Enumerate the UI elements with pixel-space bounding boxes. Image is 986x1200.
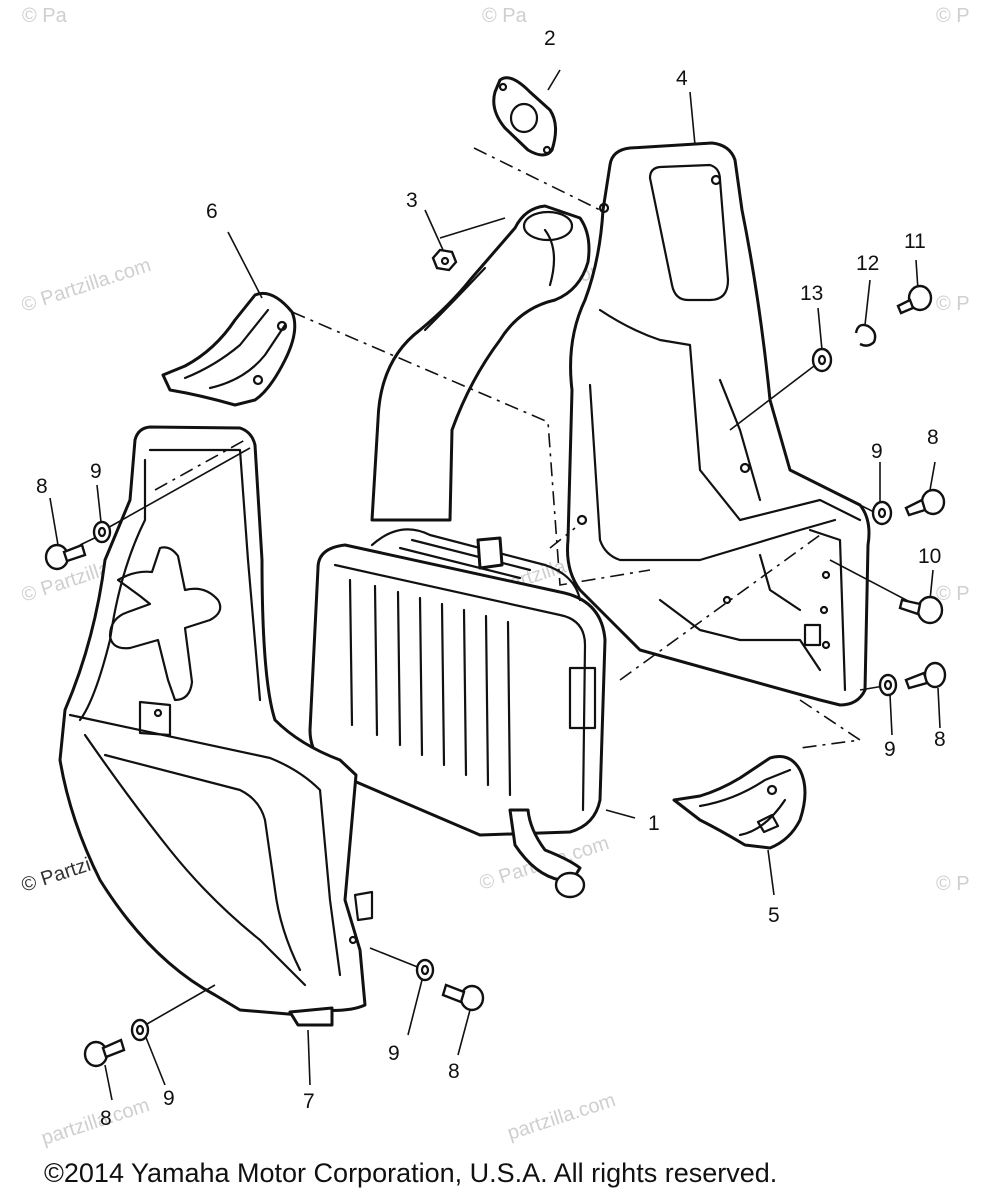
copyright-notice: ©2014 Yamaha Motor Corporation, U.S.A. A… — [44, 1158, 778, 1188]
callout-8-lower-left: 8 — [100, 1107, 112, 1130]
part-8-bolt-right-upper — [904, 488, 946, 517]
callout-3: 3 — [406, 189, 418, 212]
watermark-top-center: © Pa — [482, 5, 528, 27]
watermark-bottom-left: partzilla.com — [39, 1094, 153, 1150]
part-8-bolt-lower-center — [441, 983, 485, 1012]
callout-9-left-upper: 9 — [90, 460, 102, 483]
callout-8-right-lower: 8 — [934, 728, 946, 751]
part-9-washer-left-upper — [92, 520, 112, 544]
part-9-washer-right-lower — [878, 673, 898, 697]
part-1-muffler — [308, 204, 607, 899]
watermark-right-lower: © P — [936, 873, 970, 895]
part-8-bolt-left-upper — [44, 543, 87, 571]
part-3-nut — [431, 248, 458, 272]
callout-7: 7 — [303, 1090, 315, 1113]
part-10-bolt — [898, 595, 944, 625]
part-9-washer-right-upper — [871, 500, 893, 526]
leader-lines — [49, 69, 941, 1101]
watermark-bottom-center: partzilla.com — [505, 1089, 619, 1145]
callouts: 1 2 3 4 5 6 7 8 8 8 8 8 9 9 9 9 9 10 11 … — [36, 27, 946, 1130]
callout-8-left-upper: 8 — [36, 475, 48, 498]
callout-12: 12 — [856, 252, 879, 275]
watermark-right-upper: © P — [936, 293, 970, 315]
watermark-top-left: © Pa — [22, 5, 68, 27]
callout-6: 6 — [206, 200, 218, 223]
part-8-bolt-right-lower — [904, 661, 947, 690]
part-9-washer-lower-left — [130, 1018, 150, 1042]
part-13-washer — [811, 347, 833, 373]
watermark-left-upper: © Partzilla.com — [19, 254, 154, 317]
part-4-right-cover — [566, 141, 871, 707]
callout-9-right-lower: 9 — [884, 738, 896, 761]
part-2-gasket — [492, 76, 557, 157]
callout-9-lower-left: 9 — [163, 1087, 175, 1110]
part-11-bolt — [896, 284, 933, 315]
hardware — [44, 248, 947, 1068]
callout-8-right-upper: 8 — [927, 426, 939, 449]
part-9-washer-lower-center — [415, 958, 435, 982]
part-7-left-cover — [58, 425, 374, 1027]
callout-9-lower-center: 9 — [388, 1042, 400, 1065]
part-8-bolt-lower-left — [83, 1038, 126, 1068]
callout-13: 13 — [800, 282, 823, 305]
callout-11: 11 — [904, 230, 926, 253]
part-6-upper-bracket — [161, 291, 297, 407]
callout-8-lower-center: 8 — [448, 1060, 460, 1083]
part-5-lower-bracket — [672, 755, 807, 850]
watermark-right-middle: © P — [936, 583, 970, 605]
part-12-lock-washer — [854, 323, 877, 347]
callout-10: 10 — [918, 545, 941, 568]
callout-4: 4 — [676, 67, 688, 90]
watermark-top-right: © P — [936, 5, 970, 27]
callout-2: 2 — [544, 27, 556, 50]
callout-5: 5 — [768, 904, 780, 927]
callout-9-right-upper: 9 — [871, 440, 883, 463]
callout-1: 1 — [648, 812, 660, 835]
